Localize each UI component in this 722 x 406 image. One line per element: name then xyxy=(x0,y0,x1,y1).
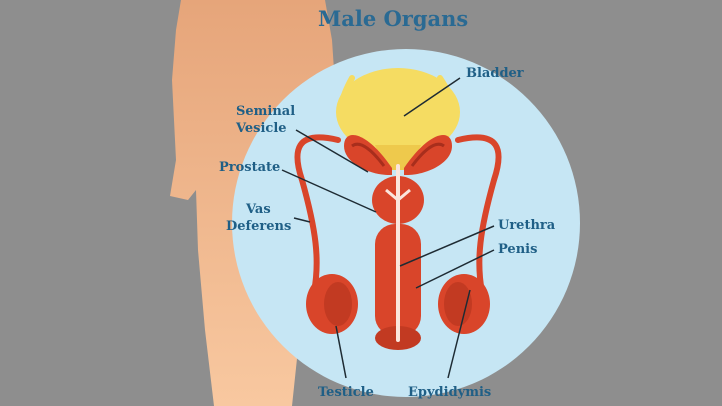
leader-vas-deferens xyxy=(293,217,311,223)
leader-epididymis xyxy=(447,289,471,379)
label-epididymis: Epydidymis xyxy=(408,385,492,400)
label-vas-deferens-line1: Vas xyxy=(246,202,271,217)
bladder xyxy=(336,68,460,156)
label-urethra: Urethra xyxy=(498,218,556,233)
diagram-title: Male Organs xyxy=(318,6,469,31)
leader-urethra xyxy=(399,225,495,267)
label-seminal-vesicle-line1: Seminal xyxy=(236,104,296,119)
leader-testicle xyxy=(335,325,347,379)
left-vas-deferens xyxy=(294,134,341,295)
label-prostate: Prostate xyxy=(219,160,281,175)
leader-prostate xyxy=(281,169,377,213)
label-bladder: Bladder xyxy=(466,66,524,81)
label-testicle: Testicle xyxy=(318,385,374,400)
leader-penis xyxy=(415,249,495,289)
leader-seminal-vesicle xyxy=(295,129,369,173)
label-penis: Penis xyxy=(498,242,538,257)
label-seminal-vesicle-line2: Vesicle xyxy=(236,121,287,136)
leader-lines xyxy=(281,77,495,379)
right-vas-deferens xyxy=(455,134,502,295)
leader-bladder xyxy=(403,77,461,117)
label-vas-deferens-line2: Deferens xyxy=(226,219,292,234)
